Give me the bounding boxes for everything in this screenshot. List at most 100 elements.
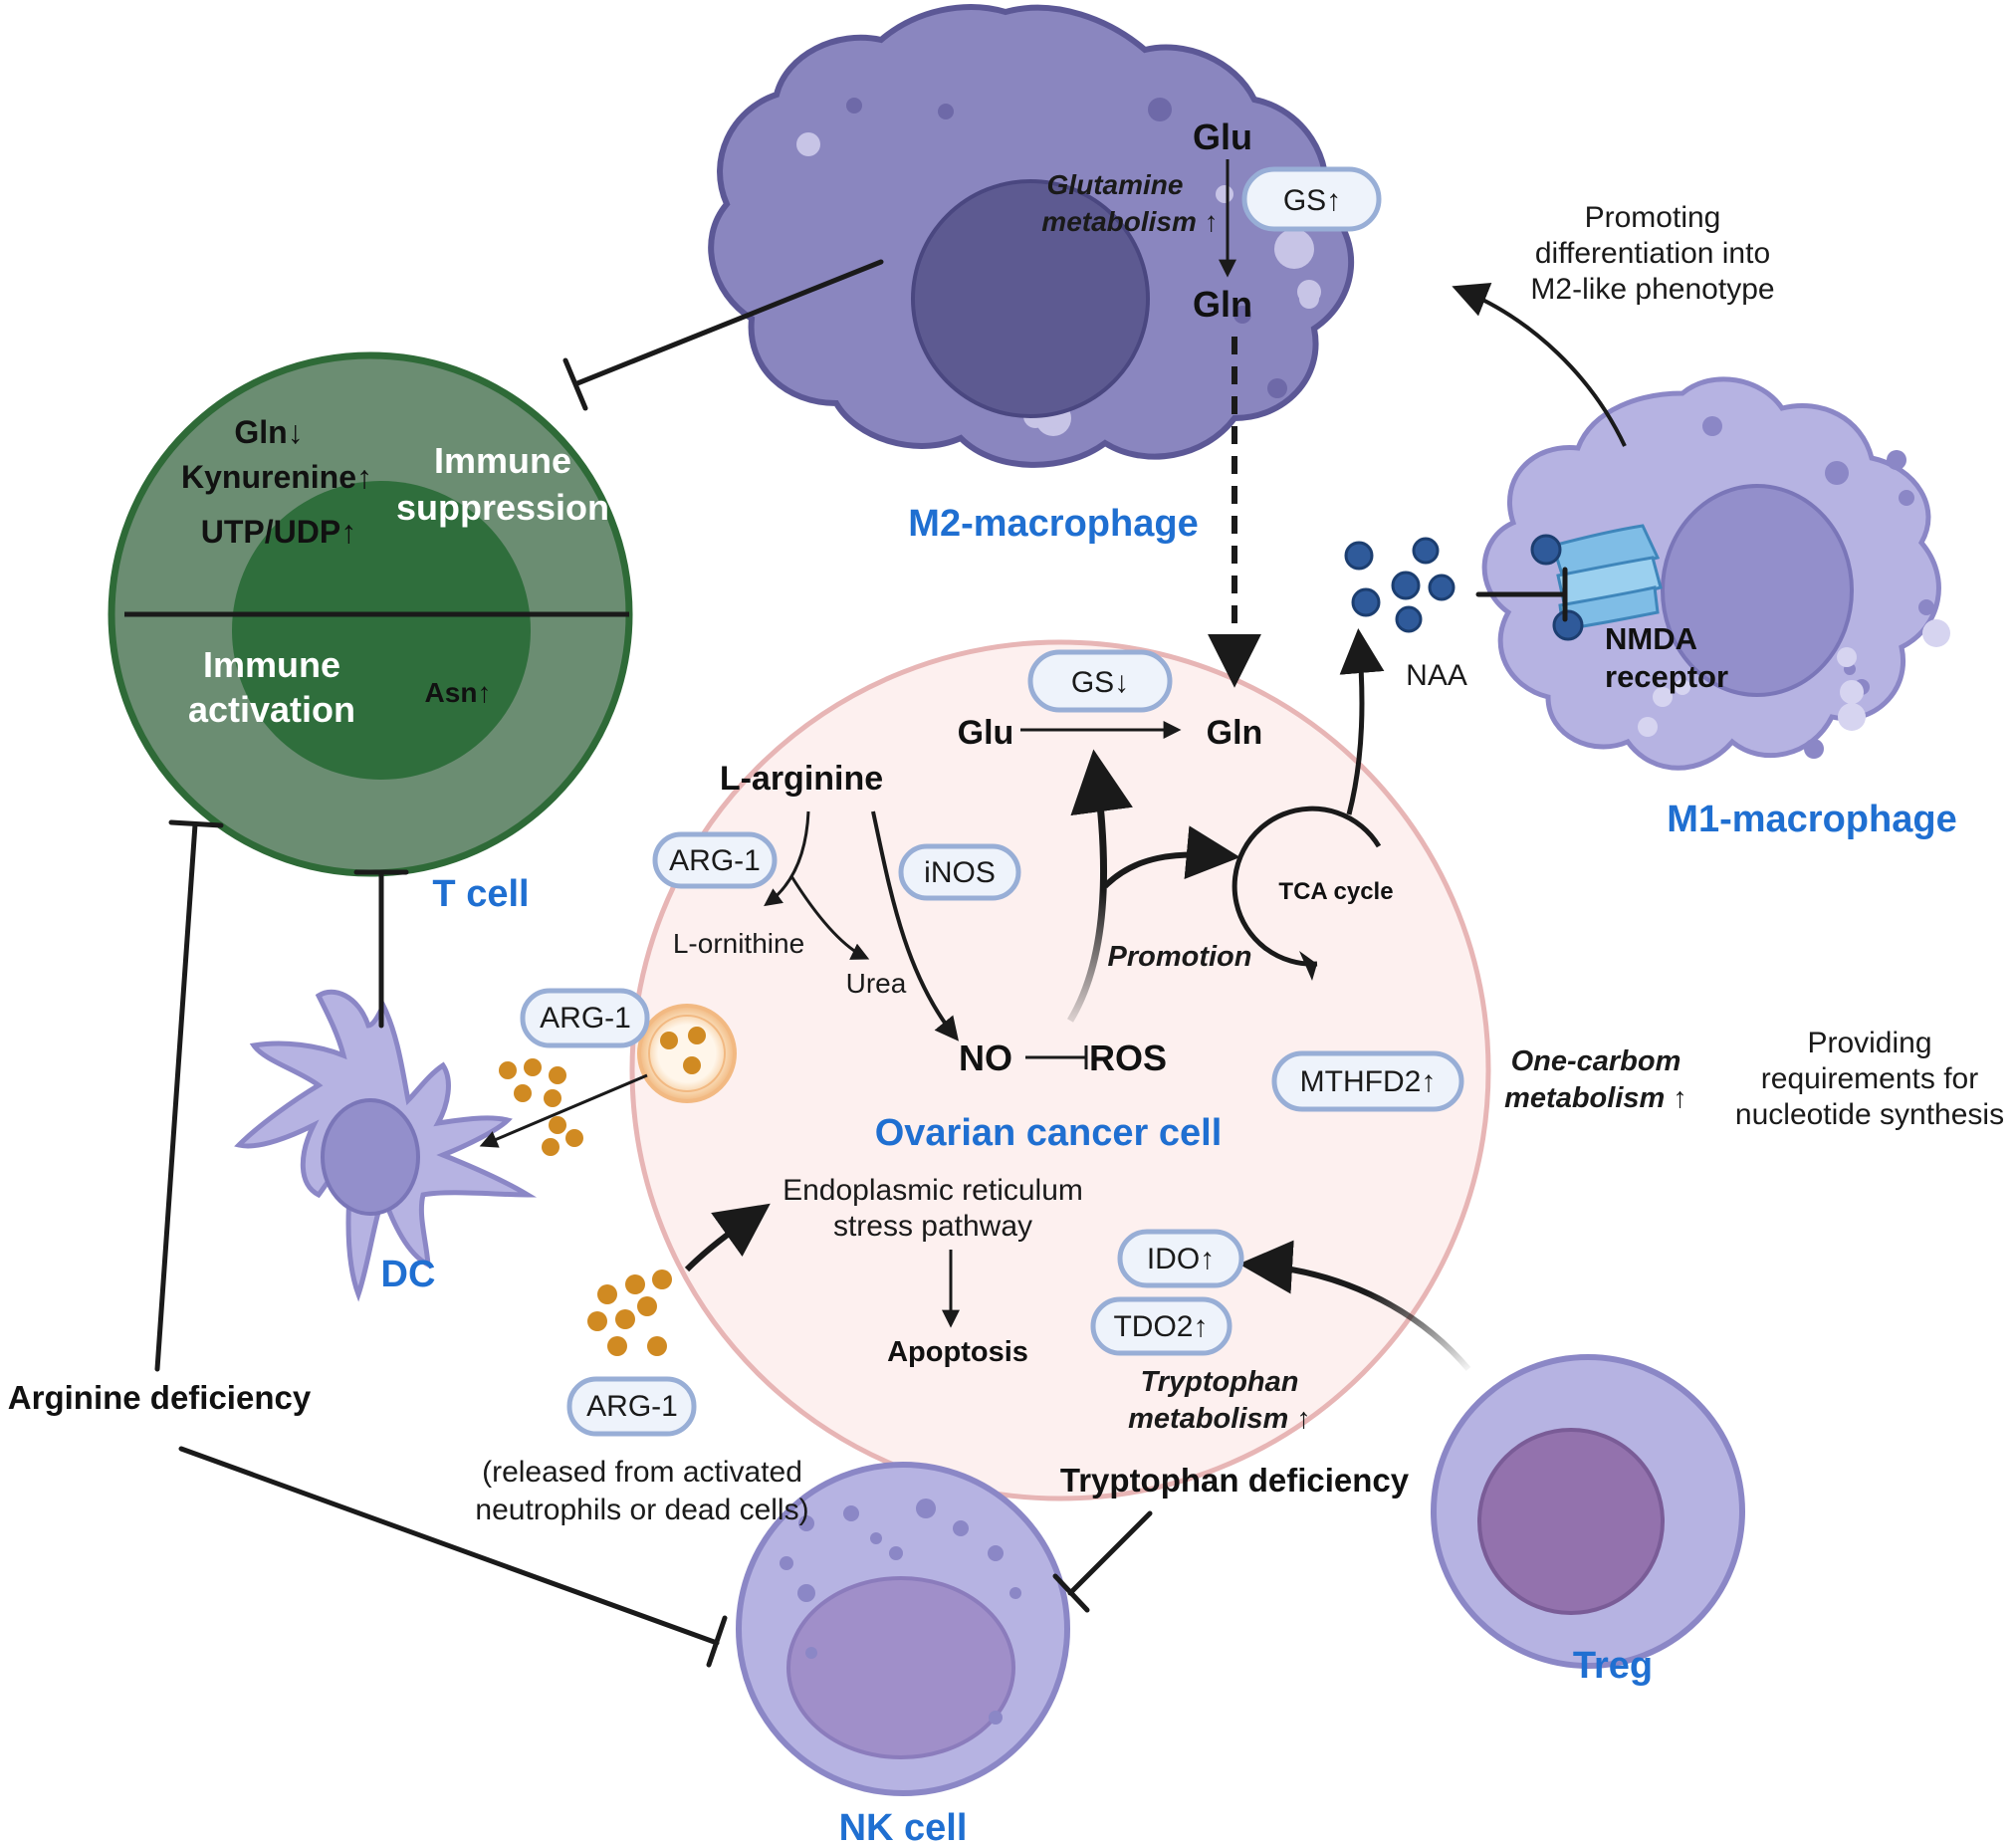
nmda-line1: NMDA <box>1605 621 1697 656</box>
larginine-to-urea-arrow <box>789 875 870 960</box>
m2-metab-line2: metabolism ↑ <box>1041 206 1218 237</box>
lornithine-label: L-ornithine <box>673 928 804 959</box>
treg-label: Treg <box>1573 1645 1653 1687</box>
m1-nucleus <box>1661 484 1854 697</box>
larginine-to-no-arrow <box>871 810 960 1041</box>
svg-text:ARG-1: ARG-1 <box>540 1002 631 1035</box>
tcell-supp-line2: suppression <box>396 487 609 528</box>
cancer-gln-label: Gln <box>1207 714 1263 752</box>
promo-line2: differentiation into <box>1535 237 1770 270</box>
t-cell-nucleus <box>232 481 531 780</box>
larginine-to-lornithine-arrow <box>764 810 810 907</box>
no-inhibits-ros <box>1025 1045 1088 1069</box>
cancer-arg1-pill: ARG-1 <box>652 831 778 889</box>
promo-line1: Promoting <box>1585 201 1721 234</box>
dc-arg1-pill: ARG-1 <box>520 988 650 1048</box>
svg-text:GS↓: GS↓ <box>1071 666 1129 699</box>
naa-label: NAA <box>1406 659 1467 692</box>
svg-text:ARG-1: ARG-1 <box>669 844 761 877</box>
m2-macrophage <box>708 4 1355 468</box>
onecarbon-line1: One-carbom <box>1511 1045 1681 1077</box>
m2-gs-pill: GS↑ <box>1241 166 1382 232</box>
m2-macrophage-label: M2-macrophage <box>908 503 1198 545</box>
arg1-particles-dc <box>499 1058 583 1156</box>
treg-cell <box>1431 1354 1745 1669</box>
cancer-glu-label: Glu <box>958 714 1014 752</box>
tryptophan-deficiency-label: Tryptophan deficiency <box>1060 1462 1410 1499</box>
tcell-label: T cell <box>432 873 529 915</box>
svg-text:IDO↑: IDO↑ <box>1147 1243 1215 1275</box>
released-arg1-pill: ARG-1 <box>566 1376 697 1437</box>
m1-macrophage <box>1481 376 1950 771</box>
arg1-vesicle <box>637 1004 737 1103</box>
tca-to-naa-arrow <box>1339 628 1385 815</box>
tcell-supp-line1: Immune <box>434 440 571 481</box>
onecarbon-line2: metabolism ↑ <box>1504 1082 1687 1114</box>
dc-inhibits-tcell <box>353 869 409 1029</box>
tryptophan-inhibits-nk <box>1052 1510 1153 1613</box>
arg1-particles-released <box>587 1269 672 1356</box>
treg-nucleus <box>1477 1428 1665 1615</box>
tcell-act-line1: Immune <box>203 644 340 685</box>
larginine-label: L-arginine <box>720 760 883 798</box>
svg-text:iNOS: iNOS <box>924 856 996 889</box>
tcell-kyn-label: Kynurenine↑ <box>181 459 372 495</box>
nk-cell-label: NK cell <box>839 1807 968 1846</box>
ros-label: ROS <box>1089 1038 1167 1078</box>
treg-to-ido-arrow <box>1238 1240 1471 1371</box>
dc-nucleus <box>321 1098 420 1216</box>
promotion-to-tca-arrow <box>1102 825 1240 889</box>
svg-text:ARG-1: ARG-1 <box>586 1390 678 1423</box>
providing-line3: nucleotide synthesis <box>1735 1098 2004 1131</box>
nk-nucleus <box>786 1576 1015 1759</box>
no-label: NO <box>959 1038 1012 1078</box>
dc-label: DC <box>381 1254 436 1295</box>
tryptophan-line2: metabolism ↑ <box>1128 1403 1311 1435</box>
tca-cycle-ring <box>1232 806 1382 981</box>
m2-nucleus <box>911 179 1150 418</box>
naa-molecules <box>1344 537 1456 633</box>
released-line2: neutrophils or dead cells) <box>475 1494 808 1526</box>
er-line1: Endoplasmic reticulum <box>783 1174 1083 1207</box>
m2-glu-label: Glu <box>1193 116 1252 157</box>
vesicle-to-dc-arrow <box>479 1073 648 1148</box>
arginine-inhibits-tcell <box>154 819 224 1372</box>
providing-line2: requirements for <box>1761 1062 1978 1095</box>
svg-text:MTHFD2↑: MTHFD2↑ <box>1300 1065 1437 1098</box>
tdo2-pill: TDO2↑ <box>1090 1296 1232 1356</box>
ros-to-gln-arrow <box>1066 749 1133 1023</box>
released-line1: (released from activated <box>482 1456 802 1489</box>
mthfd2-pill: MTHFD2↑ <box>1271 1050 1464 1112</box>
svg-text:GS↑: GS↑ <box>1283 184 1341 217</box>
m1-to-m2-arrow <box>1452 282 1627 447</box>
cancer-gs-pill: GS↓ <box>1027 649 1173 713</box>
nmda-line2: receptor <box>1605 659 1728 694</box>
arginine-inhibits-nk <box>178 1446 728 1668</box>
arginine-deficiency-label: Arginine deficiency <box>8 1379 312 1416</box>
er-line2: stress pathway <box>833 1210 1032 1243</box>
svg-text:TDO2↑: TDO2↑ <box>1113 1310 1208 1343</box>
tcell-utp-label: UTP/UDP↑ <box>201 514 356 550</box>
arg1-to-er-arrow <box>684 1203 771 1272</box>
m1-macrophage-label: M1-macrophage <box>1667 799 1956 840</box>
tcell-gln-label: Gln↓ <box>234 414 303 450</box>
providing-line1: Providing <box>1807 1027 1931 1059</box>
dendritic-cell <box>234 989 538 1302</box>
urea-label: Urea <box>846 968 907 999</box>
nk-cell <box>736 1462 1070 1796</box>
cancer-cell-label: Ovarian cancer cell <box>875 1112 1223 1154</box>
tca-label: TCA cycle <box>1278 878 1393 905</box>
m2-metab-line1: Glutamine <box>1047 169 1184 200</box>
promo-line3: M2-like phenotype <box>1530 273 1774 306</box>
tryptophan-line1: Tryptophan <box>1141 1366 1299 1398</box>
m2-inhibits-tcell <box>562 259 884 411</box>
naa-inhibits-nmda <box>1475 567 1568 622</box>
promotion-label: Promotion <box>1108 941 1252 973</box>
apoptosis-label: Apoptosis <box>887 1336 1028 1368</box>
tcell-act-line2: activation <box>188 689 355 730</box>
t-cell <box>108 351 633 877</box>
m2-gln-label: Gln <box>1193 284 1252 325</box>
nmda-receptor-shape <box>1530 524 1663 641</box>
ido-pill: IDO↑ <box>1117 1229 1244 1288</box>
